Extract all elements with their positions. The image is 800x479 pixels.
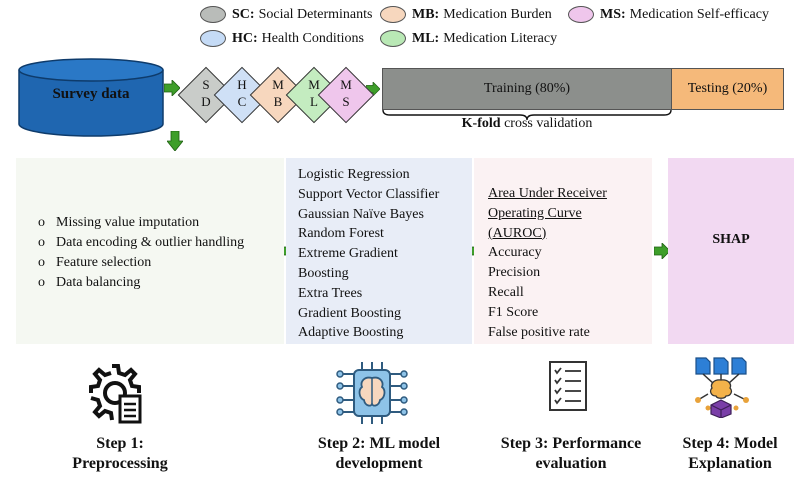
- model-item: Boosting: [298, 265, 349, 281]
- legend-ms: MS: Medication Self-efficacy: [568, 6, 769, 23]
- legend-sc: SC: Social Determinants: [200, 6, 372, 23]
- feature-ml-l1: M: [308, 77, 320, 92]
- legend-ml-swatch: [380, 30, 406, 47]
- legend-hc-text: Health Conditions: [261, 30, 364, 46]
- step-2-line1: Step 2: ML model: [317, 435, 441, 452]
- step-4-line2: Explanation: [688, 455, 772, 472]
- legend-mb: MB: Medication Burden: [380, 6, 552, 23]
- preprocess-item-3: Feature selection: [56, 255, 152, 270]
- metric-item: Recall: [488, 284, 524, 300]
- testing-split: Testing (20%): [672, 68, 784, 110]
- legend-hc-swatch: [200, 30, 226, 47]
- feature-mb-l2: B: [273, 94, 283, 109]
- model-item: Extra Trees: [298, 285, 363, 301]
- feature-hc-l1: H: [237, 77, 247, 92]
- step-2-line2: development: [335, 455, 423, 472]
- kfold-brace: [382, 110, 672, 120]
- model-item: Gaussian Naïve Bayes: [298, 206, 424, 222]
- legend-ml-text: Medication Literacy: [443, 30, 558, 46]
- preprocess-item-4: Data balancing: [56, 275, 141, 290]
- legend-mb-swatch: [380, 6, 406, 23]
- step-3-line2: evaluation: [535, 455, 607, 472]
- model-item: Random Forest: [298, 226, 384, 242]
- model-item: Support Vector Classifier: [298, 186, 440, 202]
- legend-ml: ML: Medication Literacy: [380, 30, 557, 47]
- arrow-right-icon: [164, 80, 180, 96]
- step-2-label: Step 2: ML model development: [290, 434, 468, 474]
- metric-item: Accuracy: [488, 245, 542, 261]
- checklist-icon: [549, 361, 587, 411]
- metric-auroc-3: (AUROC): [488, 225, 547, 241]
- step-3-label: Step 3: Performance evaluation: [484, 434, 658, 474]
- step-1-line2: Preprocessing: [72, 455, 168, 472]
- model-item: Extreme Gradient: [298, 246, 398, 262]
- training-split: Training (80%): [382, 68, 672, 110]
- metric-auroc-1: Area Under Receiver: [488, 186, 607, 201]
- gear-document-icon: [89, 364, 142, 424]
- explanation-panel: SHAP: [668, 158, 794, 344]
- legend-ms-swatch: [568, 6, 594, 23]
- arrow-right-icon: [654, 243, 670, 259]
- legend-sc-text: Social Determinants: [258, 6, 373, 22]
- legend-mb-abbr: MB:: [412, 6, 440, 22]
- models-panel: Logistic Regression Support Vector Class…: [286, 158, 472, 344]
- preprocess-item-2: Data encoding & outlier handling: [56, 235, 245, 250]
- metric-item: Precision: [488, 265, 541, 281]
- database-icon: [18, 58, 164, 137]
- legend-sc-abbr: SC:: [232, 6, 255, 22]
- feature-ms-l1: M: [340, 77, 352, 92]
- legend-ml-abbr: ML:: [412, 30, 440, 46]
- step-4-line1: Step 4: Model: [682, 435, 778, 452]
- model-item: Logistic Regression: [298, 167, 410, 182]
- feature-sd-l1: S: [202, 77, 210, 92]
- brain-chip-icon: [336, 362, 408, 424]
- preprocess-item-1: Missing value imputation: [56, 215, 200, 230]
- metrics-panel: Area Under Receiver Operating Curve (AUR…: [474, 158, 652, 344]
- legend-sc-swatch: [200, 6, 226, 23]
- metric-item: False positive rate: [488, 324, 590, 340]
- step-3-line1: Step 3: Performance: [500, 435, 642, 452]
- explainable-ai-icon: [695, 357, 749, 418]
- step-1-line1: Step 1:: [96, 435, 144, 452]
- metric-item: F1 Score: [488, 304, 539, 320]
- legend-hc: HC: Health Conditions: [200, 30, 364, 47]
- legend-ms-abbr: MS:: [600, 6, 626, 22]
- feature-ms-l2: S: [342, 94, 350, 109]
- feature-ml-l2: L: [310, 94, 318, 109]
- step-1-label: Step 1: Preprocessing: [40, 434, 200, 474]
- legend-hc-abbr: HC:: [232, 30, 258, 46]
- shap-label: SHAP: [712, 232, 750, 247]
- survey-data-label: Survey data: [52, 86, 130, 102]
- model-item: Gradient Boosting: [298, 305, 402, 321]
- arrow-down-icon: [167, 131, 183, 151]
- feature-hc-l2: C: [237, 94, 247, 109]
- kfold-rest: cross validation: [500, 116, 593, 131]
- metric-auroc-2: Operating Curve: [488, 205, 582, 221]
- kfold-bold: K-fold: [461, 116, 501, 131]
- feature-mb-l1: M: [272, 77, 284, 92]
- step-4-label: Step 4: Model Explanation: [664, 434, 796, 474]
- feature-sd-l2: D: [201, 94, 211, 109]
- legend-ms-text: Medication Self-efficacy: [629, 6, 769, 22]
- legend-mb-text: Medication Burden: [443, 6, 552, 22]
- model-item: Adaptive Boosting: [298, 325, 404, 341]
- kfold-label: K-fold cross validation: [382, 116, 672, 132]
